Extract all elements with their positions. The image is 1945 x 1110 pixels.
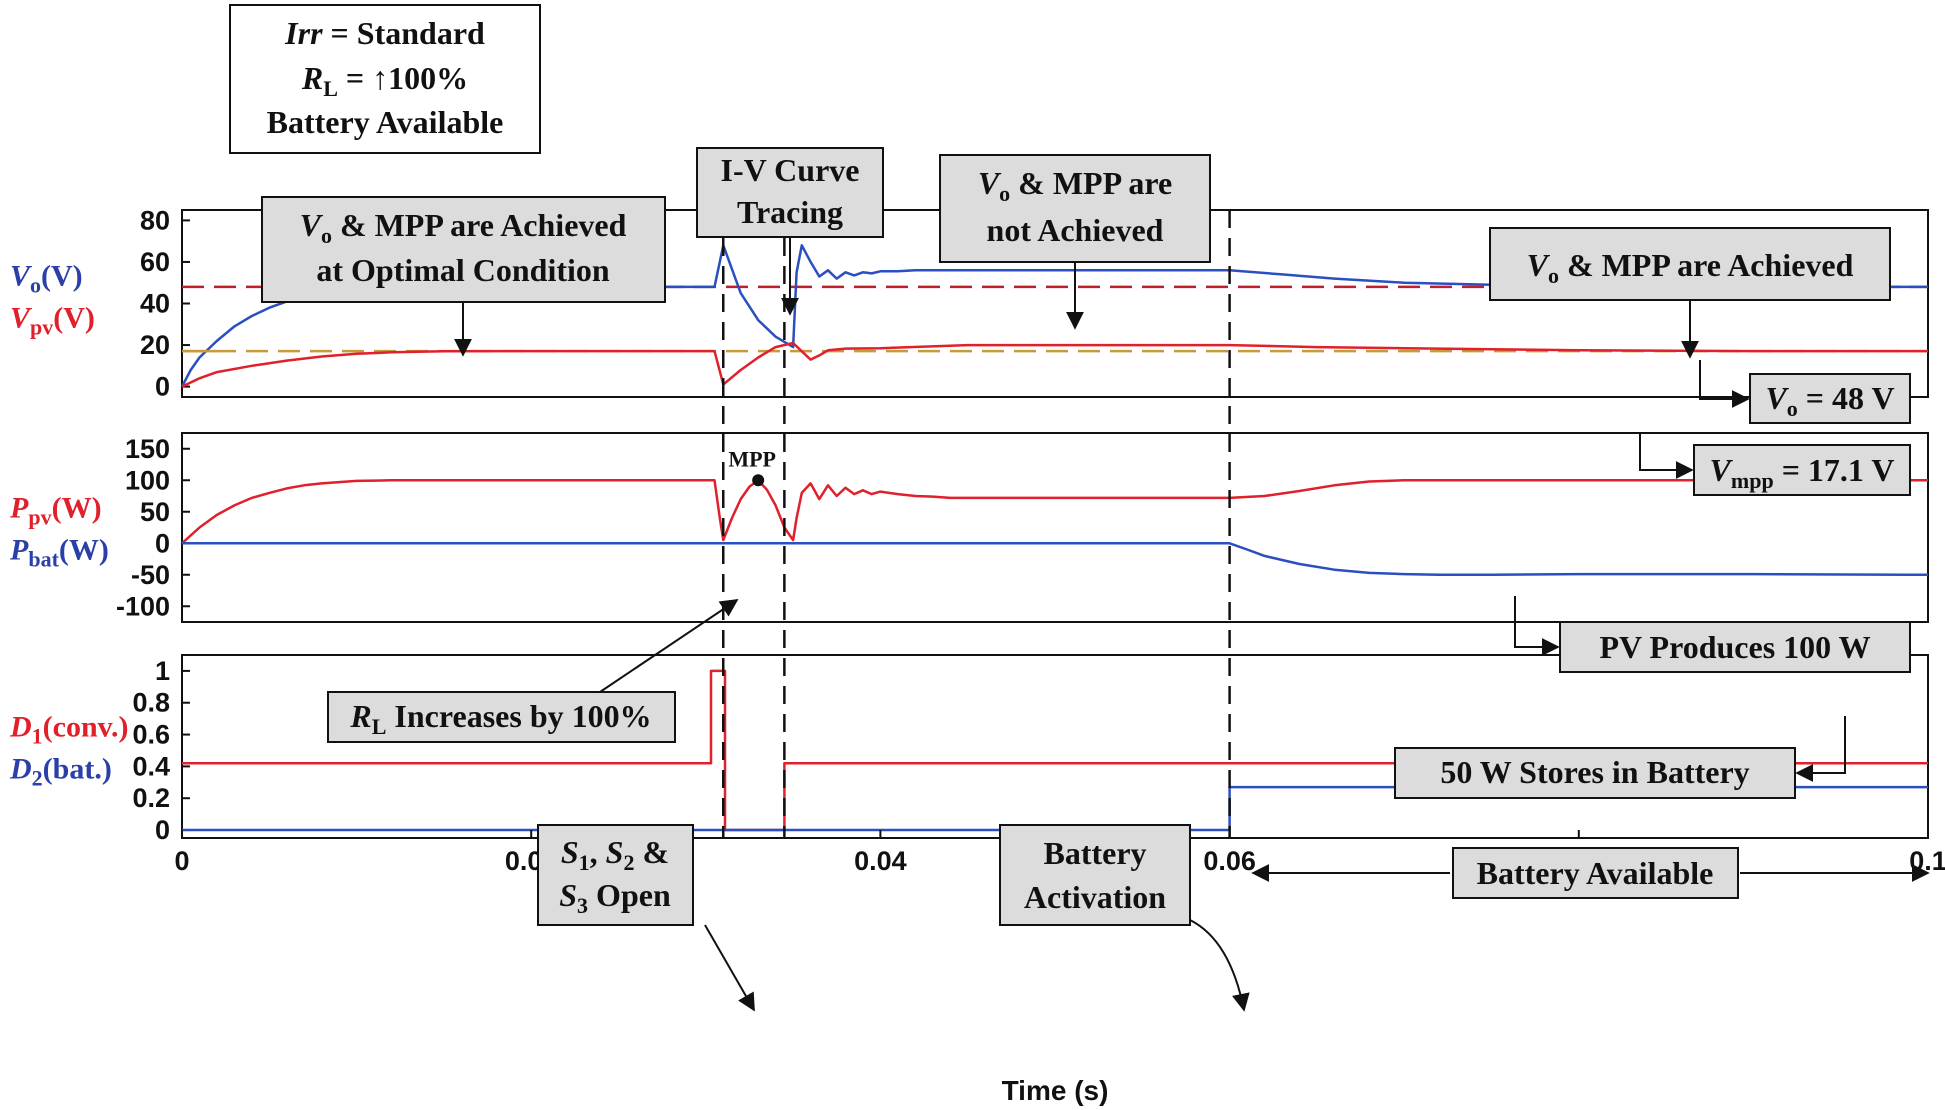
annotation-vmpp: Vmpp = 17.1 V xyxy=(1639,434,1911,496)
condition-rl: RL = ↑100% xyxy=(301,60,468,101)
svg-text:Vo & MPP are: Vo & MPP are xyxy=(978,165,1172,206)
condition-battery: Battery Available xyxy=(267,104,504,140)
svg-text:Vmpp = 17.1 V: Vmpp = 17.1 V xyxy=(1710,452,1895,493)
y-axis-label: Ppv(W) xyxy=(9,492,102,530)
annotation-optimal: Vo & MPP are Achieved at Optimal Conditi… xyxy=(261,196,666,357)
svg-text:not Achieved: not Achieved xyxy=(987,212,1164,248)
svg-text:at Optimal Condition: at Optimal Condition xyxy=(316,252,610,288)
event-lines xyxy=(722,210,1231,838)
y-tick-label: 0.6 xyxy=(132,720,170,750)
y-tick-label: 0.4 xyxy=(132,751,170,781)
svg-text:RL Increases by 100%: RL Increases by 100% xyxy=(349,698,651,739)
y-axis-label: Pbat(W) xyxy=(9,534,109,572)
annotation-battery-available: Battery Available xyxy=(1251,847,1930,899)
svg-text:S1, S2 &: S1, S2 & xyxy=(561,834,669,875)
svg-text:Vo = 48 V: Vo = 48 V xyxy=(1765,380,1894,421)
y-tick-label: 20 xyxy=(140,330,170,360)
condition-irr: Irr = Standard xyxy=(284,15,485,51)
svg-text:Activation: Activation xyxy=(1024,879,1166,915)
svg-text:Vo & MPP are Achieved: Vo & MPP are Achieved xyxy=(300,207,627,248)
y-tick-label: 40 xyxy=(140,289,170,319)
svg-text:Battery Available: Battery Available xyxy=(1477,855,1714,891)
mpp-point xyxy=(752,474,765,487)
svg-text:Vo & MPP are Achieved: Vo & MPP are Achieved xyxy=(1527,247,1854,288)
y-tick-label: 60 xyxy=(140,247,170,277)
y-tick-label: 100 xyxy=(125,465,170,495)
svg-text:Battery: Battery xyxy=(1043,835,1146,871)
svg-text:I-V Curve: I-V Curve xyxy=(721,152,860,188)
annotation-achieved: Vo & MPP are Achieved xyxy=(1489,227,1891,359)
y-tick-label: 1 xyxy=(155,656,170,686)
series-line-1 xyxy=(181,479,1928,545)
x-axis-label: Time (s) xyxy=(1002,1075,1109,1106)
x-tick-label: 0 xyxy=(174,846,189,876)
svg-text:PV Produces 100 W: PV Produces 100 W xyxy=(1599,629,1870,665)
mpp-label: MPP xyxy=(728,446,776,471)
y-tick-label: 0.2 xyxy=(132,783,170,813)
y-tick-label: 150 xyxy=(125,434,170,464)
annotation-battery-store: 50 W Stores in Battery xyxy=(1394,716,1846,799)
annotation-iv-tracing: I-V Curve Tracing xyxy=(696,147,884,316)
y-tick-label: 50 xyxy=(140,497,170,527)
y-axis-label: D2(bat.) xyxy=(9,753,112,791)
annotation-not-achieved: Vo & MPP are not Achieved xyxy=(939,154,1211,330)
panel-frame xyxy=(181,654,1929,839)
annotation-vo-48: Vo = 48 V xyxy=(1699,360,1911,424)
x-tick-label: 0.1 xyxy=(1909,846,1945,876)
y-tick-label: 80 xyxy=(140,205,170,235)
y-tick-label: 0 xyxy=(155,815,170,845)
x-tick-label: 0.04 xyxy=(854,846,907,876)
x-tick-label: 0.06 xyxy=(1203,846,1256,876)
annotation-switch-open: S1, S2 & S3 Open xyxy=(537,824,755,1012)
y-axis-label: D1(conv.) xyxy=(9,711,129,749)
series-line-2 xyxy=(181,341,1928,388)
svg-text:Tracing: Tracing xyxy=(737,194,843,230)
condition-box: Irr = Standard RL = ↑100% Battery Availa… xyxy=(229,4,541,154)
y-tick-label: -50 xyxy=(131,560,170,590)
panel-frame xyxy=(181,432,1929,623)
svg-text:S3 Open: S3 Open xyxy=(559,877,671,918)
annotation-battery-activation: Battery Activation xyxy=(999,824,1250,1012)
series-line-2 xyxy=(182,542,1929,577)
y-axis-label: Vo(V) xyxy=(10,260,83,298)
annotation-pv-100w: PV Produces 100 W xyxy=(1514,596,1911,673)
svg-text:50 W Stores in Battery: 50 W Stores in Battery xyxy=(1440,754,1749,790)
y-tick-label: 0 xyxy=(155,528,170,558)
y-tick-label: -100 xyxy=(116,591,170,621)
y-tick-label: 0 xyxy=(155,372,170,402)
annotation-rl-increase: RL Increases by 100% xyxy=(327,598,739,743)
y-axis-label: Vpv(V) xyxy=(10,302,95,340)
y-tick-label: 0.8 xyxy=(132,688,170,718)
